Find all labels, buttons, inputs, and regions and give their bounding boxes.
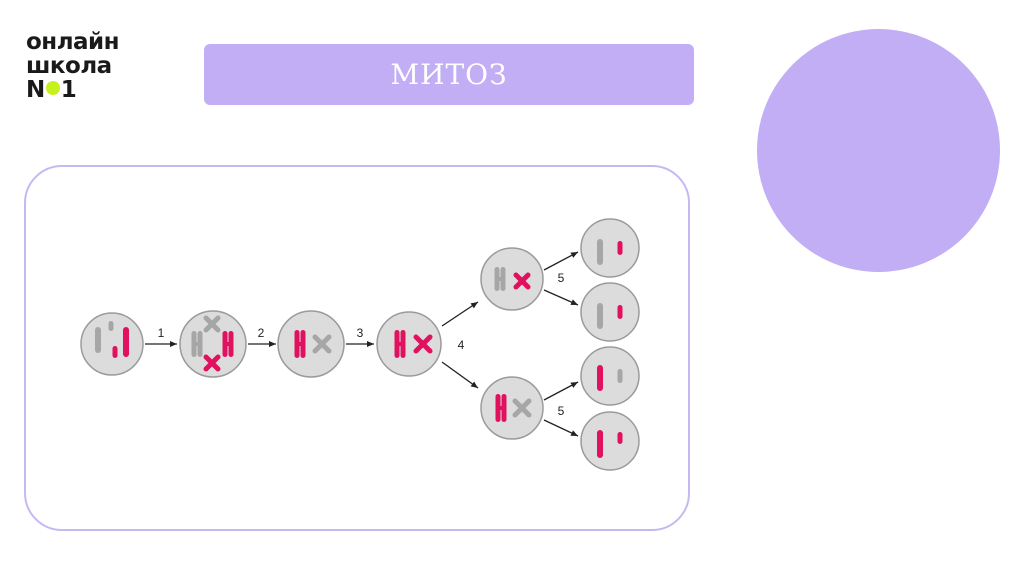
- arrow-4: [441, 301, 479, 327]
- logo-line-1: онлайн: [26, 29, 120, 55]
- arrow-5: [441, 361, 479, 389]
- step-label-2: 2: [258, 326, 265, 340]
- decorative-circle: [757, 29, 1000, 272]
- logo-one: 1: [60, 77, 77, 103]
- step-label-5: 5: [558, 271, 565, 285]
- cell-membrane: [480, 247, 544, 311]
- step-label-3: 3: [357, 326, 364, 340]
- cell-3: [277, 310, 345, 378]
- step-label-6: 5: [558, 404, 565, 418]
- cell-6: [480, 376, 544, 440]
- arrow-8: [543, 381, 579, 401]
- cell-membrane: [480, 376, 544, 440]
- cell-membrane: [179, 310, 247, 378]
- arrow-6: [543, 251, 579, 271]
- cell-2: [179, 310, 247, 378]
- logo-n: N: [26, 77, 45, 103]
- step-label-1: 1: [158, 326, 165, 340]
- cell-4: [376, 311, 442, 377]
- arrow-7: [543, 289, 579, 306]
- cell-membrane: [277, 310, 345, 378]
- cell-membrane: [580, 411, 640, 471]
- cell-7: [580, 218, 640, 278]
- cell-membrane: [580, 282, 640, 342]
- arrow-9: [543, 419, 579, 437]
- title-bar: МИТОЗ: [204, 44, 694, 105]
- cell-5: [480, 247, 544, 311]
- cell-10: [580, 411, 640, 471]
- cell-membrane: [376, 311, 442, 377]
- cell-9: [580, 346, 640, 406]
- logo-line-2: школа: [26, 53, 112, 79]
- slide-title: МИТОЗ: [390, 58, 508, 91]
- cell-1: [80, 312, 144, 376]
- cell-membrane: [580, 346, 640, 406]
- cell-membrane: [580, 218, 640, 278]
- cell-8: [580, 282, 640, 342]
- step-label-4: 4: [458, 338, 465, 352]
- logo-dot-icon: [45, 81, 60, 95]
